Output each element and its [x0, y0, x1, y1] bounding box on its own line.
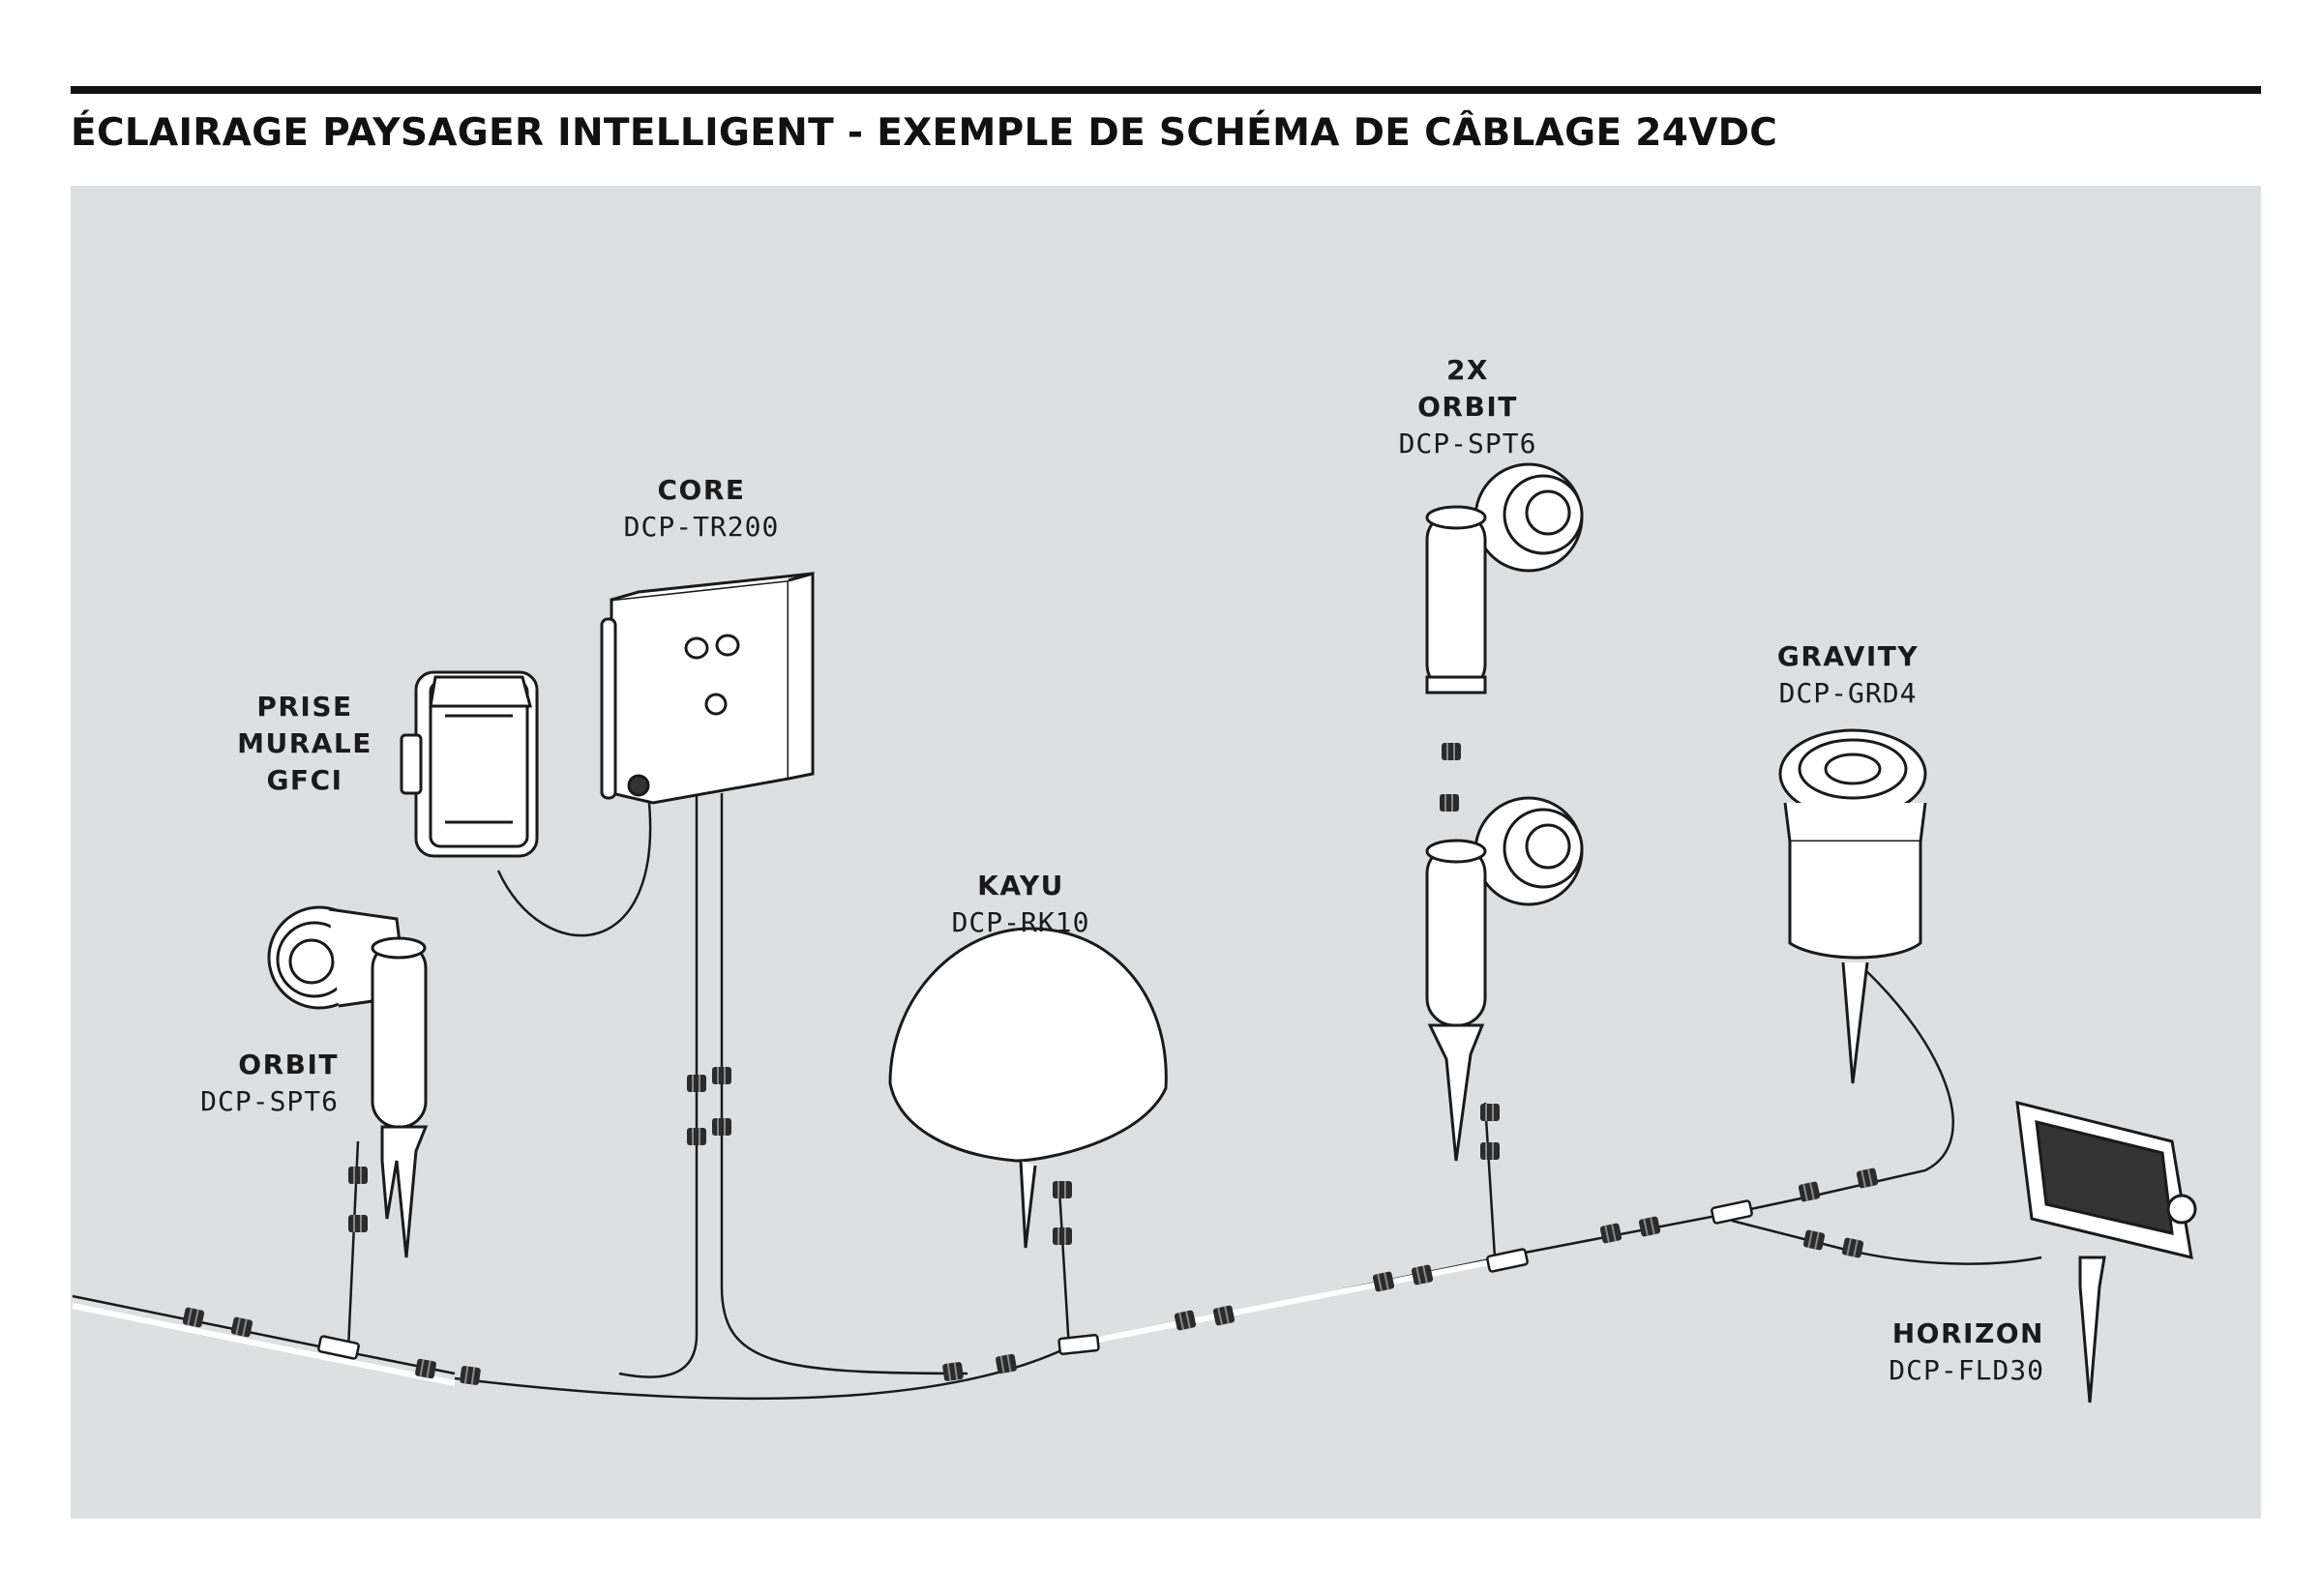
page-title: ÉCLAIRAGE PAYSAGER INTELLIGENT - EXEMPLE… — [71, 111, 1778, 155]
t-splitter-icon — [317, 1199, 1753, 1360]
gfci-name-line: MURALE — [237, 727, 372, 759]
core-label: CORE DCP-TR200 — [605, 472, 798, 546]
orbit-single-name: ORBIT — [238, 1049, 339, 1080]
orbit-single-model: DCP-SPT6 — [200, 1085, 339, 1117]
gfci-outlet-icon — [400, 670, 539, 858]
transformer-icon — [600, 572, 815, 805]
gfci-name-line: PRISE — [256, 691, 353, 723]
top-rule — [71, 86, 2261, 94]
gfci-label: PRISE MURALE GFCI — [223, 689, 387, 799]
horizon-label: HORIZON DCP-FLD30 — [1833, 1315, 2044, 1389]
spotlight-icon — [267, 905, 428, 1129]
kayu-model: DCP-RK10 — [951, 906, 1090, 938]
well-light-icon — [1778, 728, 1927, 1084]
core-model: DCP-TR200 — [623, 511, 780, 543]
horizon-model: DCP-FLD30 — [1889, 1354, 2044, 1386]
flood-light-icon — [2015, 1101, 2197, 1404]
spotlight-icon — [1425, 796, 1584, 1162]
spotlight-icon — [1425, 462, 1584, 695]
ground-stake-icon — [380, 1125, 429, 1258]
orbit-double-model: DCP-SPT6 — [1398, 428, 1537, 459]
orbit-single-label: ORBIT DCP-SPT6 — [145, 1047, 339, 1120]
gfci-name-line: GFCI — [266, 764, 343, 796]
orbit-double-label: 2X ORBIT DCP-SPT6 — [1371, 352, 1564, 462]
core-name: CORE — [657, 474, 746, 506]
rock-light-icon — [888, 927, 1168, 1249]
orbit-double-name: ORBIT — [1417, 391, 1518, 423]
kayu-name: KAYU — [977, 870, 1064, 901]
gravity-model: DCP-GRD4 — [1778, 677, 1918, 709]
horizon-name: HORIZON — [1891, 1317, 2044, 1349]
kayu-label: KAYU DCP-RK10 — [924, 868, 1117, 941]
gravity-name: GRAVITY — [1776, 640, 1920, 672]
gravity-label: GRAVITY DCP-GRD4 — [1751, 638, 1945, 712]
orbit-double-qty: 2X — [1445, 354, 1490, 386]
